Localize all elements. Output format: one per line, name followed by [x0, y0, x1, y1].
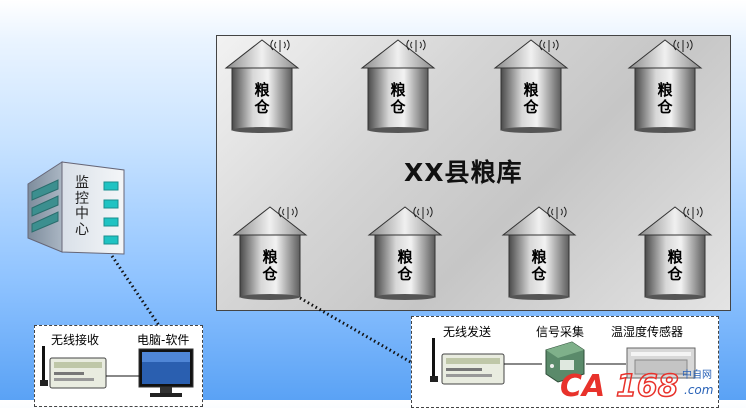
monitor-char-3: 中: [75, 206, 89, 222]
silo-7: 粮仓: [501, 203, 577, 301]
signal-acquisition-icon: [545, 341, 585, 383]
monitor-char-1: 监: [75, 175, 89, 191]
monitor-char-4: 心: [75, 221, 89, 238]
silo-label: 粮仓: [367, 249, 443, 283]
silo-label: 粮仓: [232, 249, 308, 283]
silo-label-line1: 粮: [657, 81, 673, 99]
silo-label-line2: 仓: [667, 265, 683, 283]
silo-8: 粮仓: [637, 203, 713, 301]
receiver-to-pc-line: [106, 375, 140, 377]
link-center-to-receiver: [110, 255, 162, 328]
silo-label: 粮仓: [360, 82, 436, 116]
svg-text:.com: .com: [684, 383, 713, 397]
acquisition-to-sensor-line: [586, 363, 626, 365]
svg-text:168: 168: [616, 369, 679, 400]
monitoring-center-building: [27, 161, 125, 255]
ca168-watermark: CA 168 中自网 .com: [560, 364, 740, 405]
computer-monitor-icon: [138, 348, 194, 397]
silo-label-line2: 仓: [397, 265, 413, 283]
silo-label-line2: 仓: [523, 98, 539, 116]
silo-label: 粮仓: [493, 82, 569, 116]
silo-label: 粮仓: [637, 249, 713, 283]
silo-label-line2: 仓: [390, 98, 406, 116]
silo-label: 粮仓: [501, 249, 577, 283]
transmitter-to-acquisition-line: [504, 363, 542, 365]
svg-text:中自网: 中自网: [682, 368, 712, 381]
silo-label-line2: 仓: [657, 98, 673, 116]
ca168-logo: CA 168 中自网 .com: [560, 368, 713, 405]
svg-text:CA: CA: [560, 369, 605, 400]
silo-label-line1: 粮: [667, 248, 683, 266]
pc-software-label: 电脑-软件: [137, 333, 190, 347]
silo-label: 粮仓: [627, 82, 703, 116]
transmitter-device-icon: [430, 338, 505, 385]
silo-label-line1: 粮: [262, 248, 278, 266]
silo-3: 粮仓: [493, 36, 569, 134]
silo-label-line2: 仓: [262, 265, 278, 283]
silo-5: 粮仓: [232, 203, 308, 301]
granary-title: XX县粮库: [404, 158, 523, 187]
monitoring-center-label: 监 控 中 心: [73, 175, 91, 238]
silo-label-line1: 粮: [390, 81, 406, 99]
silo-label-line1: 粮: [531, 248, 547, 266]
silo-label-line1: 粮: [523, 81, 539, 99]
silo-label-line2: 仓: [254, 98, 270, 116]
sensor-label: 温湿度传感器: [611, 325, 684, 339]
monitor-char-2: 控: [75, 190, 89, 207]
silo-1: 粮仓: [224, 36, 300, 134]
temp-humidity-sensor-icon: [626, 347, 696, 379]
wireless-receive-label: 无线接收: [51, 333, 100, 347]
silo-label-line1: 粮: [397, 248, 413, 266]
silo-label-line1: 粮: [254, 81, 270, 99]
silo-2: 粮仓: [360, 36, 436, 134]
receiver-device-icon: [40, 346, 107, 389]
silo-label-line2: 仓: [531, 265, 547, 283]
wireless-send-label: 无线发送: [443, 325, 492, 339]
silo-4: 粮仓: [627, 36, 703, 134]
silo-6: 粮仓: [367, 203, 443, 301]
silo-label: 粮仓: [224, 82, 300, 116]
signal-acquisition-label: 信号采集: [536, 325, 585, 339]
